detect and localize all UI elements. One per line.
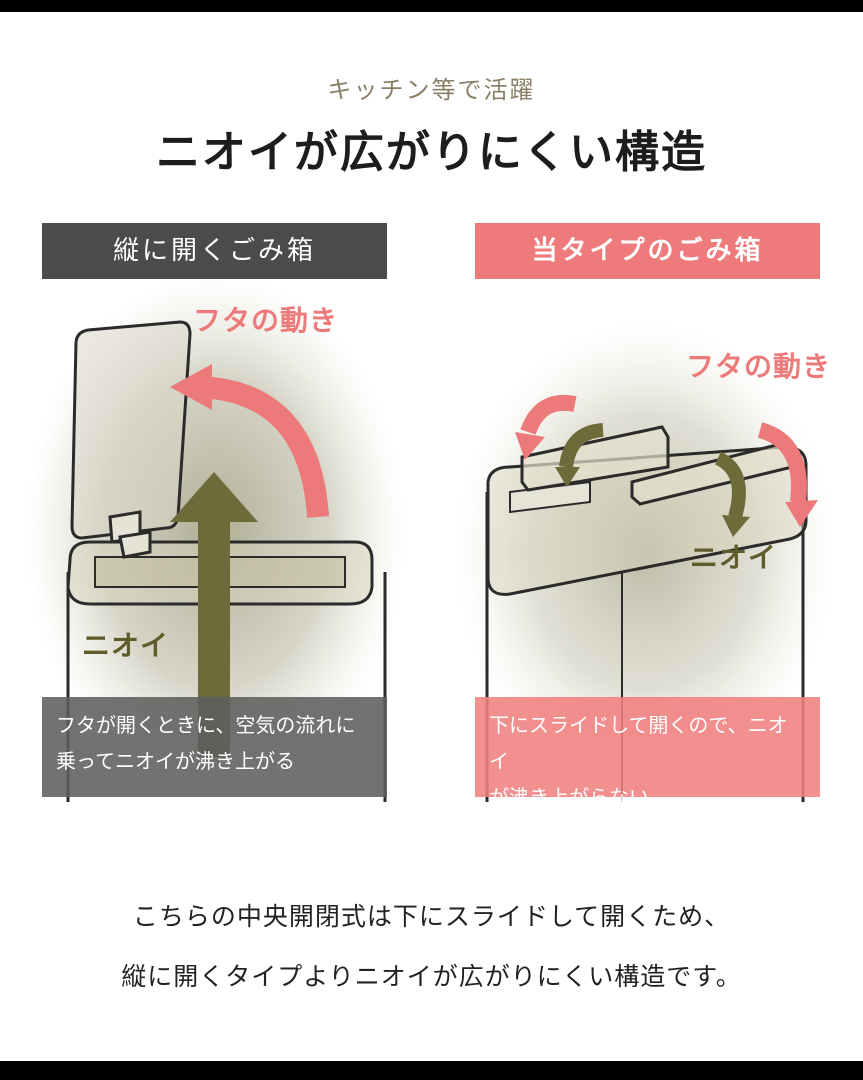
left-caption-line-1: フタが開くときに、空気の流れに <box>56 713 356 737</box>
kicker-text: キッチン等で活躍 <box>327 76 536 104</box>
vertical-lid-bin-illustration <box>25 272 835 802</box>
lid-motion-arrows-right <box>520 394 807 503</box>
right-odor-label: ニオイ <box>690 541 778 574</box>
page-title: ニオイが広がりにくい構造 <box>155 127 708 178</box>
this-type-label: 当タイプのごみ箱 <box>475 223 820 279</box>
right-caption: 下にスライドして開くので、ニオイ が沸き上がらない <box>475 697 820 809</box>
lid-motion-arrow-left <box>199 376 329 518</box>
vertical-type-label: 縦に開くごみ箱 <box>42 223 387 279</box>
left-caption: フタが開くときに、空気の流れに 乗ってニオイが沸き上がる <box>42 697 387 797</box>
odor-down-arrows <box>559 423 746 519</box>
left-lid-motion-label: フタの動き <box>193 304 339 337</box>
footer-line-1: こちらの中央開閉式は下にスライドして開くため、 <box>132 902 731 931</box>
left-caption-line-2: 乗ってニオイが沸き上がる <box>56 749 295 773</box>
left-odor-label: ニオイ <box>82 629 170 662</box>
product-feature-image: キッチン等で活躍 ニオイが広がりにくい構造 <box>0 12 863 1061</box>
right-caption-line-1: 下にスライドして開くので、ニオイ <box>489 713 788 773</box>
right-lid-motion-label: フタの動き <box>686 350 832 383</box>
footer-line-2: 縦に開くタイプよりニオイが広がりにくい構造です。 <box>121 962 742 991</box>
right-caption-line-2: が沸き上がらない <box>489 785 649 809</box>
